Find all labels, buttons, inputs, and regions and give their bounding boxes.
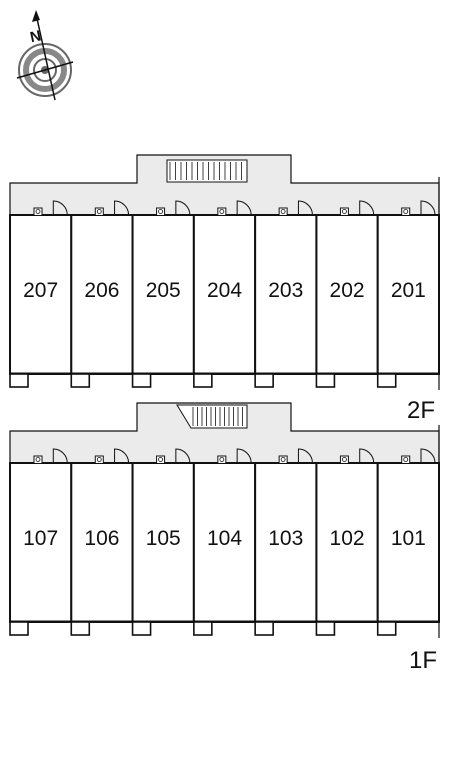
balcony-box (9, 373, 29, 388)
unit-207: 207 (9, 200, 73, 388)
unit-label: 106 (84, 527, 119, 550)
balcony-box (315, 373, 336, 388)
door-swing-icon (175, 200, 191, 216)
unit-202: 202 (315, 200, 379, 388)
unit-106: 106 (70, 448, 134, 636)
meter-icon (156, 207, 166, 215)
unit-204: 204 (192, 200, 257, 388)
door-swing-icon (52, 448, 68, 464)
door-swing-icon (236, 200, 252, 216)
door-swing-icon (114, 448, 130, 464)
unit-102: 102 (315, 448, 379, 636)
unit-label: 101 (391, 527, 426, 550)
door-swing-icon (236, 448, 252, 464)
meter-icon (156, 455, 166, 463)
balcony-box (70, 621, 91, 636)
door-swing-icon (114, 200, 130, 216)
unit-label: 202 (330, 279, 365, 302)
floor-2f: 207 206 205 204 203 202 201 (9, 154, 441, 390)
balcony-box (193, 373, 213, 388)
meter-icon (401, 207, 411, 215)
meter-icon (217, 455, 227, 463)
unit-label: 103 (268, 527, 303, 550)
meter-icon (94, 455, 104, 463)
balcony-box (254, 373, 274, 388)
balcony-box (254, 621, 274, 636)
unit-103: 103 (254, 448, 318, 636)
door-swing-icon (359, 200, 375, 216)
unit-205: 205 (131, 200, 195, 388)
balcony-box (70, 373, 91, 388)
meter-icon (339, 455, 349, 463)
stairs (176, 404, 248, 429)
meter-icon (94, 207, 104, 215)
balcony-box (193, 621, 213, 636)
unit-201: 201 (376, 200, 441, 388)
unit-206: 206 (70, 200, 134, 388)
unit-label: 206 (84, 279, 119, 302)
meter-icon (33, 455, 43, 463)
balcony-box (131, 373, 152, 388)
door-swing-icon (359, 448, 375, 464)
unit-label: 102 (330, 527, 365, 550)
north-label: N (28, 27, 42, 46)
balcony-box (376, 373, 397, 388)
compass-rose-icon: N (16, 10, 74, 101)
unit-101: 101 (376, 448, 441, 636)
unit-label: 203 (268, 279, 303, 302)
door-swing-icon (297, 200, 313, 216)
floor-1f: 107 106 105 104 103 102 101 (9, 402, 441, 638)
meter-icon (33, 207, 43, 215)
meter-icon (401, 455, 411, 463)
balcony-box (376, 621, 397, 636)
balcony-box (315, 621, 336, 636)
door-swing-icon (297, 448, 313, 464)
balcony-box (131, 621, 152, 636)
door-swing-icon (52, 200, 68, 216)
unit-label: 204 (207, 279, 242, 302)
meter-icon (278, 455, 288, 463)
unit-label: 107 (23, 527, 58, 550)
unit-label: 105 (146, 527, 181, 550)
balcony-box (9, 621, 29, 636)
door-swing-icon (420, 448, 436, 464)
meter-icon (217, 207, 227, 215)
stairs (166, 159, 248, 183)
unit-label: 201 (391, 279, 426, 302)
unit-label: 104 (207, 527, 242, 550)
unit-105: 105 (131, 448, 195, 636)
door-swing-icon (175, 448, 191, 464)
unit-107: 107 (9, 448, 73, 636)
door-swing-icon (420, 200, 436, 216)
floor-label-1f: 1F (409, 647, 437, 674)
unit-104: 104 (192, 448, 257, 636)
unit-203: 203 (254, 200, 318, 388)
unit-label: 205 (146, 279, 181, 302)
unit-label: 207 (23, 279, 58, 302)
floor-label-2f: 2F (407, 397, 435, 424)
meter-icon (278, 207, 288, 215)
meter-icon (339, 207, 349, 215)
